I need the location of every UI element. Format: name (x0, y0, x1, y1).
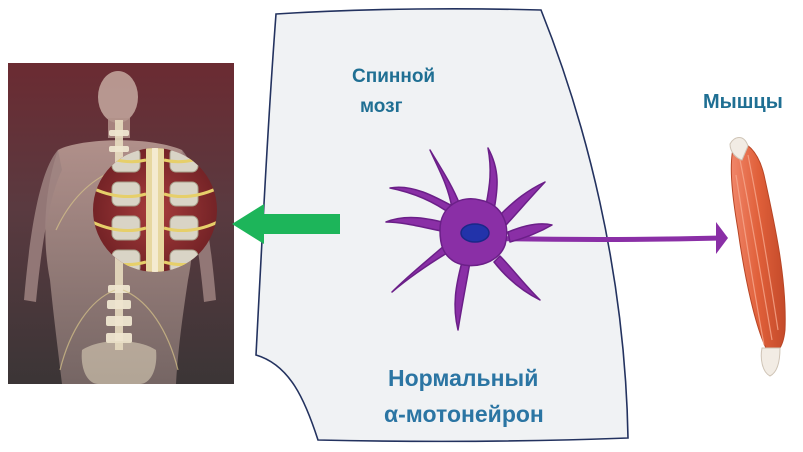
neuron-label-line2: α-мотонейрон (384, 396, 544, 432)
neuron-label-line1: Нормальный (388, 360, 544, 396)
muscle-illustration (730, 138, 785, 377)
neuron-label: Нормальный α-мотонейрон (388, 360, 544, 432)
spinal-cord-label-line2: мозг (352, 92, 482, 122)
muscles-label: Мышцы (703, 91, 783, 114)
spinal-cord-label: Спинной мозг (352, 62, 482, 122)
spinal-cord-label-line1: Спинной (352, 62, 482, 92)
